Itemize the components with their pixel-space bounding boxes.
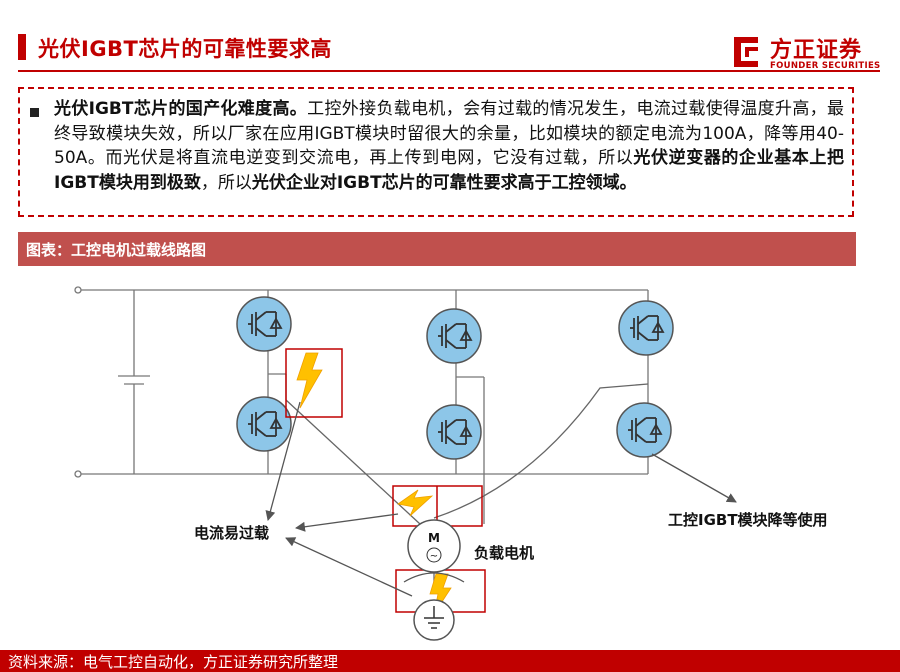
lightning-icon (396, 489, 434, 517)
lightning-icon (429, 573, 452, 615)
figure-caption: 图表：工控电机过载线路图 (26, 241, 207, 259)
igbt-module-icon (426, 404, 482, 460)
summary-bold-1: 光伏逆变器的企业基本上把IGBT模块用到极致 (54, 148, 845, 193)
igbt-module-icon (616, 402, 672, 458)
motor-load-label: 负载电机 (474, 544, 534, 562)
derate-label: 工控IGBT模块降等使用 (668, 511, 828, 529)
logo-name: 方正证券 (770, 38, 863, 63)
summary-part-1: 工控外接负载电机，会有过载的情况发生，电流过载使得温度升高，最终导致模块失效，所… (54, 99, 845, 168)
founder-logo: 方正证券 FOUNDER SECURITIES (728, 32, 881, 74)
overload-arrows (265, 401, 413, 597)
source-note: 资料来源：电气工控自动化，方正证券研究所整理 (8, 653, 339, 671)
founder-logo-icon (734, 37, 758, 67)
derate-arrow (651, 453, 737, 503)
page-title: 光伏IGBT芯片的可靠性要求高 (38, 37, 332, 61)
motor-symbol: ~ (430, 551, 438, 562)
title-divider (18, 70, 880, 72)
igbt-module-icon (236, 296, 292, 352)
motor-icon: M ~ (407, 519, 461, 573)
summary-bold-2: 光伏企业对IGBT芯片的可靠性要求高于工控领域。 (251, 172, 637, 193)
footer-band: 资料来源：电气工控自动化，方正证券研究所整理 (0, 650, 900, 672)
motor-arc (403, 572, 465, 583)
igbt-module-icon (236, 396, 292, 452)
lightning-icons (296, 352, 452, 615)
lightning-icon (296, 352, 323, 409)
square-bullet-icon (30, 108, 39, 117)
igbt-modules (236, 296, 674, 460)
title-accent-bar (18, 34, 26, 60)
summary-box: 光伏IGBT芯片的国产化难度高。工控外接负载电机，会有过载的情况发生，电流过载使… (18, 87, 854, 217)
overload-boxes (285, 348, 486, 613)
ground-icon (413, 599, 455, 641)
motor-letter: M (428, 531, 440, 545)
igbt-module-icon (426, 308, 482, 364)
summary-part-2: ，所以 (200, 172, 252, 193)
summary-lead: 光伏IGBT芯片的国产化难度高。 (54, 99, 308, 119)
figure-caption-band: 图表：工控电机过载线路图 (18, 232, 856, 266)
summary-text: 光伏IGBT芯片的国产化难度高。工控外接负载电机，会有过载的情况发生，电流过载使… (54, 97, 844, 195)
overload-circuit-diagram: M ~ 电流易过载 工控IGBT模块降等使用 负载电机 (74, 286, 828, 641)
dc-rails (74, 286, 648, 478)
overload-label: 电流易过载 (194, 524, 269, 542)
dc-capacitor (118, 290, 150, 474)
logo-en: FOUNDER SECURITIES (770, 61, 881, 71)
igbt-module-icon (618, 300, 674, 356)
